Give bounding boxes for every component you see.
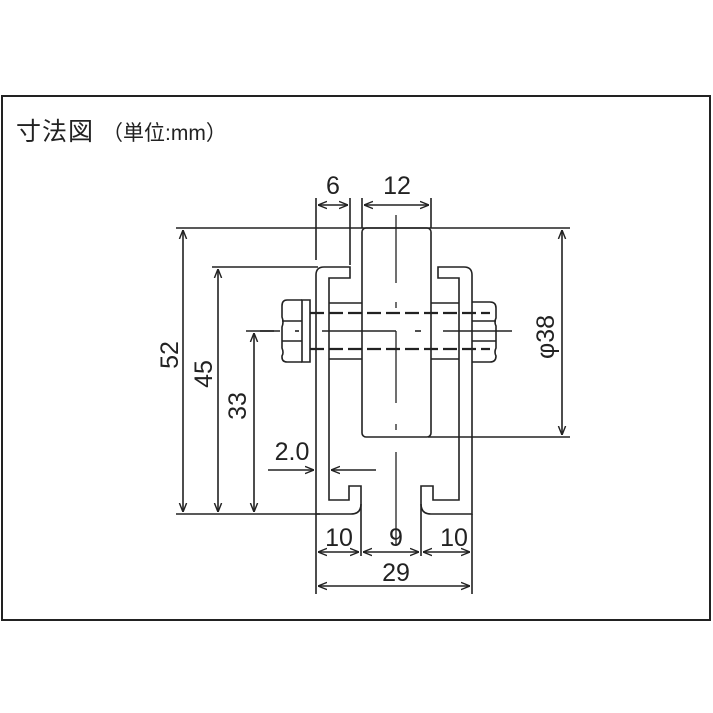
right-nut bbox=[472, 301, 497, 363]
left-bracket bbox=[315, 266, 362, 515]
dim-text-10-left: 10 bbox=[325, 524, 353, 552]
left-bolt-head bbox=[281, 299, 302, 363]
dim-text-38: φ38 bbox=[532, 315, 560, 359]
dim-text-6: 6 bbox=[326, 172, 340, 200]
dim-text-10-right: 10 bbox=[440, 524, 468, 552]
title-text: 寸法図 bbox=[16, 118, 95, 146]
dim-text-12: 12 bbox=[383, 172, 411, 200]
right-bracket bbox=[420, 266, 473, 515]
dim-text-52: 52 bbox=[156, 341, 184, 369]
unit-label: （単位:mm） bbox=[102, 122, 227, 145]
left-washer bbox=[301, 299, 311, 363]
dim-text-29: 29 bbox=[382, 559, 410, 587]
drawing-title: 寸法図 （単位:mm） bbox=[16, 112, 227, 148]
dim-text-2-0: 2.0 bbox=[275, 438, 310, 466]
dim-text-9: 9 bbox=[389, 524, 403, 552]
dim-text-33: 33 bbox=[224, 392, 252, 420]
dim-text-45: 45 bbox=[190, 360, 218, 388]
drawing-frame bbox=[1, 95, 711, 621]
